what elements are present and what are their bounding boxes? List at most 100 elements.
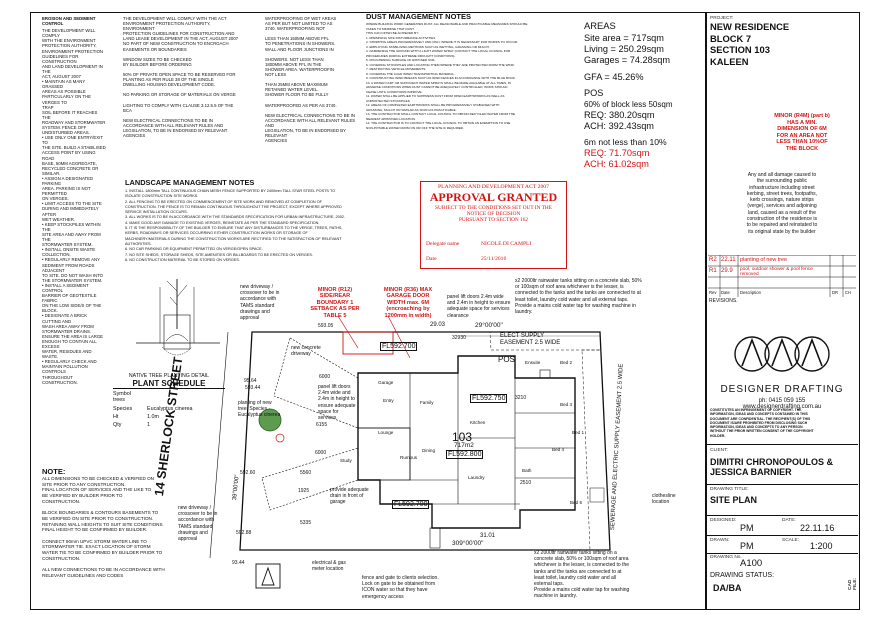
erosion-line: SEDIMENT FROM ROADS ADJACENT — [42, 262, 95, 273]
note-line: WATER TIE TO BE CONFIRMED BY BUILDER PRI… — [42, 550, 163, 556]
rev-row-1-desc: planting of new tree — [740, 257, 788, 263]
room-label: Bath — [522, 468, 532, 473]
wetareas-note-line: 3740. WATERPROOFING NOT — [265, 26, 326, 32]
ffl-main: FL592.700 — [380, 342, 418, 351]
room-label: Kitchen — [470, 420, 486, 425]
erosion-line: COLLECTION. — [42, 252, 71, 258]
approval-sub-2: NOTICE OF DECISION — [466, 211, 521, 217]
note-line: BLOCK BOUNDARIES & CONTOURS BASEMENTS TO — [42, 510, 159, 516]
erosion-line: WASH AREA AWAY FROM — [42, 323, 94, 329]
landscape-note-line: 3. ALL WORKS IS TO BE IN ACCORDANCE WITH… — [125, 215, 345, 220]
driveway-note-line: accordance with — [178, 517, 215, 524]
concrete-driveway-note: new concrete driveway — [291, 345, 321, 358]
erosion-notes: EROSION AND SEDIMENT CONTROL THE DEVELOP… — [42, 16, 106, 385]
erosion-line: TO SITE. DO NOT WASH INTO — [42, 272, 103, 278]
panel-lift-line: 2.4m wide and — [318, 390, 351, 397]
electrical-note-line: electrical & gas — [312, 560, 346, 566]
approval-date: 25/11/2016 — [481, 256, 507, 262]
erosion-line: DURING AND IMMEDIATELY AFTER — [42, 206, 99, 217]
client-label: CLIENT: — [710, 448, 728, 453]
approval-delegate: NICOLE DI CAMPLI — [481, 241, 532, 247]
landscape-note-line: 2. ALL FENCING TO BE ERECTED ON COMMENCE… — [125, 199, 322, 204]
areas-req: REQ: 380.20sqm — [584, 110, 655, 120]
dimension-label: 32930 — [452, 335, 466, 341]
dust-note-line: PROCEDURES DURING EXTREME DROUGHT CONDIT… — [366, 53, 456, 58]
landscape-notes: LANDSCAPE MANAGEMENT NOTES 1. INSTALL 18… — [125, 178, 425, 263]
room-label: Bed 5 — [570, 500, 583, 505]
drawing-title-label: DRAWING TITLE: — [710, 487, 749, 492]
drawing-status: DA/BA — [713, 583, 742, 593]
r36-highlight — [342, 331, 394, 355]
scale-value: 1:200 — [810, 541, 833, 551]
wetareas-note-line: AGENCIES — [265, 138, 288, 144]
dimension-label: 592.60 — [240, 470, 256, 476]
erosion-line: • REGULARLY REMOVE ANY — [42, 257, 100, 263]
damage-note-line: infrastructure including street — [749, 184, 815, 191]
clothesline-symbol — [589, 487, 605, 503]
landscape-note-line: CONSTRUCTION. THE FENCE IS TO REMAIN CON… — [125, 204, 342, 209]
minor-note-line: HAS A MIN. — [787, 119, 817, 126]
tb-divider-4 — [706, 535, 858, 536]
room-label: Lounge — [378, 430, 394, 435]
dust-note-line: 2. STRIPPING AREAS PROGRESSIVELY AND ONL… — [366, 40, 518, 44]
dust-note-line: 10. A WATER CART OR SUFFICIENT WATER SPR… — [366, 80, 511, 85]
note-line: FINAL HEIGHT TO BE CONFIRMED BY BUILDER. — [42, 527, 148, 533]
erosion-line: SOIL BEFORE IT REACHES THE — [42, 109, 98, 120]
panel-lift-line: clearance — [447, 312, 469, 319]
erosion-line: THE DEVELOPMENT WILL COMPLY — [42, 28, 96, 39]
dimension-label: 6000 — [319, 374, 331, 380]
copyright-line: CONSTITUTES AN INFRINGEMENT OF COPYRIGHT… — [710, 408, 802, 412]
tank-note-line: tanks and the tanks are connected to at — [534, 568, 622, 575]
copyright-line: WITHOUT THE PRIOR WRITTEN CONSENT OF THE… — [710, 429, 814, 434]
clothesline-note: clothesline location — [652, 493, 676, 506]
drawing-number: A100 — [740, 558, 763, 569]
electrical-note-line: meter location — [312, 566, 344, 573]
erosion-line: SYSTEM. FENCE OFF — [42, 124, 87, 130]
dimension-label: 6155 — [316, 422, 328, 428]
drain-note-line: drain in front of — [330, 493, 364, 500]
dust-note-line: 6. COVERING STOCKPILES AND LOCATING THEM… — [366, 62, 515, 67]
r36-label-line: MINOR (R36) MAX — [383, 287, 433, 293]
plant-symbol-label: Symbol — [113, 391, 131, 397]
logo-name: DESIGNER DRAFTING — [720, 384, 844, 395]
approval-date-label: Date — [426, 256, 437, 262]
driveway-note-line: new driveway / — [240, 284, 274, 290]
notes-block: NOTE: ALL DIMENSIONS TO BE CHECKED & VER… — [42, 467, 232, 579]
erosion-line: MAINTAIN POLLUTION CONTROLS — [42, 364, 88, 375]
tank-note-line: laundry. — [515, 309, 533, 316]
client-line-2: JESSICA BARNIER — [710, 467, 792, 477]
logo-web: www.designerdrafting.com.au — [742, 404, 822, 410]
dust-note-line: 9. CONSTRUCTING WIND BREAKS SUCH AS WIND… — [366, 76, 516, 80]
rainwater-tank-2 — [539, 369, 551, 379]
wetareas-note-line: SHOWER AREA. WATERPROOFIN — [265, 66, 334, 72]
areas-ach: ACH: 392.43sqm — [584, 121, 654, 131]
landscape-lines: 1. INSTALL 1800mm TALL CONTINUOUS CHAIN … — [125, 189, 425, 263]
approval-sub-1: SUBJECT TO THE CONDITIONS SET OUT IN THE — [435, 205, 552, 211]
general-note-line: LAND LEASE DEVELOPMENT IN THE ACT, AUGUS… — [123, 36, 239, 42]
general-notes: THE DEVELOPMENT WILL COMPLY WITH THE ACT… — [123, 16, 243, 138]
approval-sub-3: PURSUANT TO SECTION 162 — [458, 217, 529, 223]
damage-note-line: construction of the residence is — [746, 216, 818, 223]
rev-row-2-rev: R1 — [709, 268, 717, 274]
dust-note-line: 7. RESTRICTING VEHICLE MOVEMENTS. — [366, 67, 427, 71]
room-label: Dining — [422, 448, 436, 453]
general-note-line: DWELLING HOUSING DEVELOPMENT CODE. — [123, 82, 216, 88]
room-label: Entry — [383, 398, 394, 403]
wetareas-note-line: LESS THAN 150MM ABOVE FFL — [265, 36, 329, 42]
dust-notes: DUST MANAGEMENT NOTES WHERE BUILDING WOR… — [366, 12, 586, 130]
project-line: SECTION 103 — [710, 44, 770, 55]
revisions-label: REVISIONS. — [709, 298, 738, 304]
copyright-note: CONSTITUTES AN INFRINGEMENT OF COPYRIGHT… — [710, 408, 856, 438]
r36-label-line: 1200mm in width) — [384, 312, 432, 319]
rev-hdr-desc: Description — [740, 290, 761, 295]
landscape-note-line: 7. NO SITE SHEDS, STORAGE SHEDS, SITE AM… — [125, 252, 313, 257]
panel-lift-line: panel lift doors 2.4m wide — [447, 294, 504, 300]
notes-lines: ALL DIMENSIONS TO BE CHECKED & VERIFIED … — [42, 476, 232, 579]
